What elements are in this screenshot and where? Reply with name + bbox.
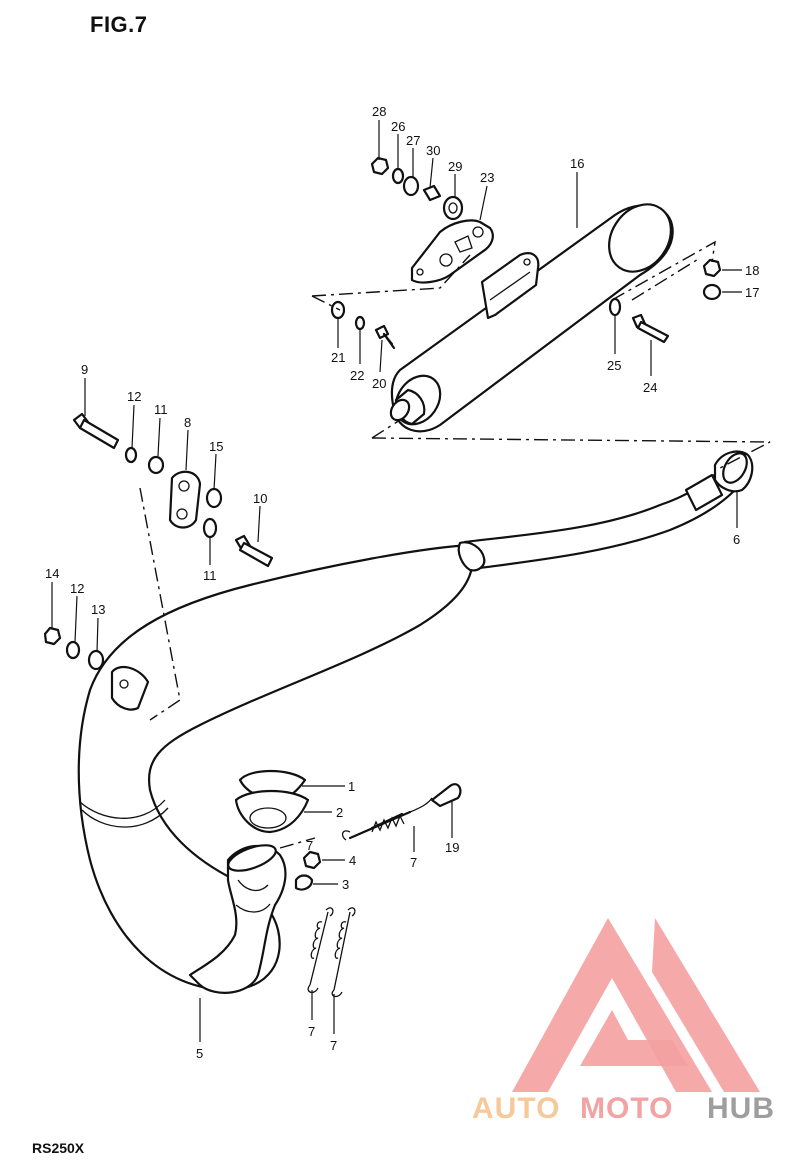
- part-19-hook: [430, 783, 462, 808]
- part-3-screw: [294, 874, 314, 891]
- watermark-moto: MOTO: [580, 1092, 673, 1125]
- callout-23: 23: [480, 170, 494, 185]
- part-13-washer: [87, 649, 105, 671]
- callout-25: 25: [607, 358, 621, 373]
- callout-28: 28: [372, 104, 386, 119]
- part-11b-washer: [202, 517, 218, 539]
- callout-14: 14: [45, 566, 59, 581]
- callout-2: 2: [336, 805, 343, 820]
- watermark-triangle-right: [652, 918, 760, 1092]
- part-27-washer: [402, 175, 420, 197]
- callout-27: 27: [406, 133, 420, 148]
- exhaust-chamber: [77, 450, 754, 994]
- part-12a-lockwasher: [124, 446, 138, 464]
- callout-7d: 7: [330, 1038, 337, 1053]
- part-12b-lockwasher: [65, 640, 81, 660]
- part-8-bracket: [168, 470, 202, 529]
- callout-7b: 7: [410, 855, 417, 870]
- callout-11b: 11: [203, 568, 217, 583]
- callout-7a: 7: [306, 838, 313, 853]
- watermark-hub: HUB: [707, 1092, 775, 1125]
- part-14-nut: [43, 626, 62, 646]
- part-10-bolt: [238, 541, 274, 568]
- callout-16: 16: [570, 156, 584, 171]
- callout-29: 29: [448, 159, 462, 174]
- part-21-washer: [330, 300, 346, 320]
- callout-24: 24: [643, 380, 657, 395]
- callout-8: 8: [184, 415, 191, 430]
- watermark-auto: AUTO: [472, 1092, 560, 1125]
- part-22-lockwasher: [354, 315, 366, 331]
- silencer: [389, 203, 674, 433]
- hardware-items: [43, 156, 722, 998]
- callout-7c: 7: [308, 1024, 315, 1039]
- callout-1: 1: [348, 779, 355, 794]
- callout-labels: 28 26 27 30 29 23 16 18 17 21 22 20 25 2…: [45, 104, 759, 1061]
- leader-lines: [51, 120, 742, 1042]
- model-label: RS250X: [32, 1140, 85, 1156]
- callout-13: 13: [91, 602, 105, 617]
- part-28-nut: [370, 156, 390, 176]
- callout-10: 10: [253, 491, 267, 506]
- part-2-flange: [234, 790, 310, 834]
- callout-19: 19: [445, 840, 459, 855]
- callout-4: 4: [349, 853, 356, 868]
- part-25-washer: [608, 297, 622, 317]
- callout-12a: 12: [127, 389, 141, 404]
- callout-5: 5: [196, 1046, 203, 1061]
- callout-11a: 11: [154, 402, 168, 417]
- part-7a-spring: [348, 810, 412, 840]
- callout-17: 17: [745, 285, 759, 300]
- part-15-washer: [205, 487, 223, 509]
- callout-6: 6: [733, 532, 740, 547]
- figure-title: FIG.7: [90, 12, 148, 37]
- callout-22: 22: [350, 368, 364, 383]
- callout-20: 20: [372, 376, 386, 391]
- reference-lines: [139, 240, 771, 849]
- part-11a-washer: [147, 455, 165, 475]
- part-4-nut: [302, 850, 322, 870]
- part-26-washer: [391, 167, 405, 185]
- callout-21: 21: [331, 350, 345, 365]
- callout-3: 3: [342, 877, 349, 892]
- part-29-grommet: [442, 195, 464, 221]
- callout-30: 30: [426, 143, 440, 158]
- part-7-springs-lower: [307, 907, 356, 998]
- callout-9: 9: [81, 362, 88, 377]
- callout-12b: 12: [70, 581, 84, 596]
- part-9-bolt: [78, 418, 120, 450]
- part-17-washer: [702, 283, 722, 301]
- callout-18: 18: [745, 263, 759, 278]
- part-18-nut: [702, 258, 722, 278]
- callout-26: 26: [391, 119, 405, 134]
- callout-15: 15: [209, 439, 223, 454]
- watermark-logo: AUTO MOTO HUB: [472, 918, 775, 1125]
- part-24-bolt: [636, 320, 670, 344]
- part-30-collar: [422, 184, 442, 202]
- watermark-triangle-inner: [580, 1010, 688, 1066]
